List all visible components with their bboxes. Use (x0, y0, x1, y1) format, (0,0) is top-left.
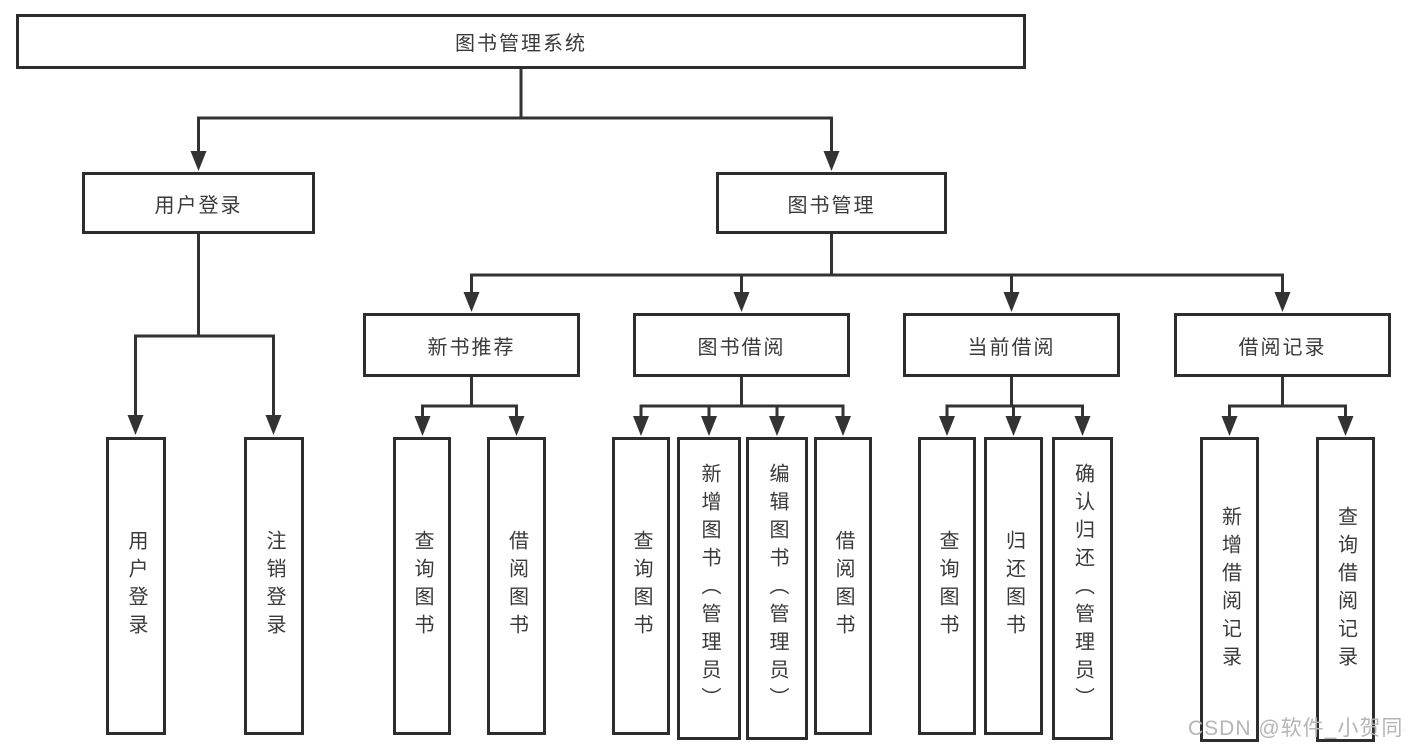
arrowheads (127, 151, 1354, 436)
leaf-edit-books-admin: 编辑图书（管理员） (746, 437, 808, 740)
leaf-borrow-books-recommend: 借阅图书 (487, 437, 546, 735)
leaf-user-login: 用户登录 (106, 437, 166, 735)
leaf-logout: 注销登录 (244, 437, 304, 735)
leaf-query-borrow-record: 查询借阅记录 (1316, 437, 1375, 742)
node-user-login: 用户登录 (82, 172, 315, 234)
leaf-add-books-admin: 新增图书（管理员） (677, 437, 741, 740)
leaf-query-books-recommend: 查询图书 (393, 437, 451, 735)
leaf-add-borrow-record: 新增借阅记录 (1200, 437, 1259, 742)
node-new-book-recommend: 新书推荐 (363, 313, 580, 377)
node-root: 图书管理系统 (16, 14, 1026, 69)
leaf-borrow-books: 借阅图书 (814, 437, 872, 735)
node-book-management: 图书管理 (716, 172, 947, 234)
node-borrow-records: 借阅记录 (1174, 313, 1391, 377)
leaf-confirm-return-admin: 确认归还（管理员） (1052, 437, 1113, 740)
leaf-return-books: 归还图书 (984, 437, 1043, 735)
node-book-borrow: 图书借阅 (633, 313, 850, 377)
leaf-query-books-current: 查询图书 (918, 437, 976, 735)
leaf-query-books-borrow: 查询图书 (612, 437, 670, 735)
csdn-watermark: CSDN @软件_小贺同学 (1188, 717, 1405, 740)
node-current-borrow: 当前借阅 (903, 313, 1120, 377)
